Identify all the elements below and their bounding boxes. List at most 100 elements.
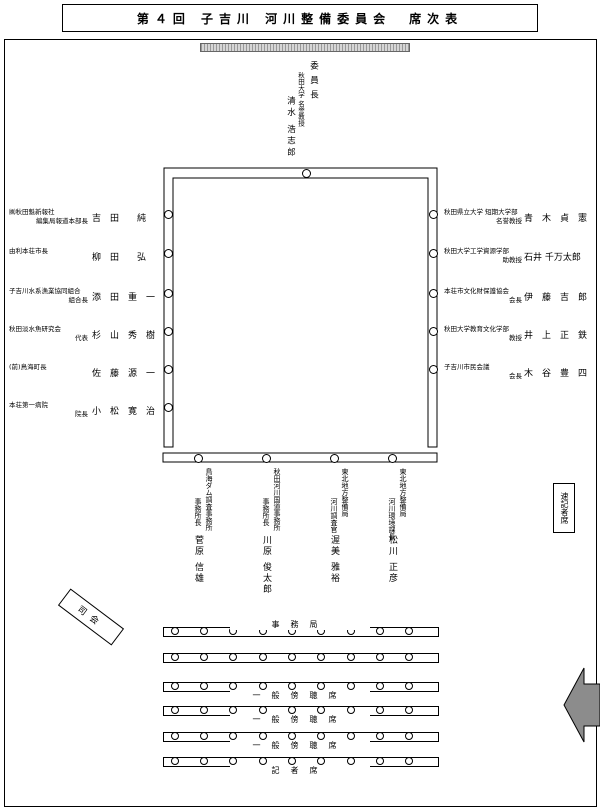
chair-seat xyxy=(262,454,271,463)
member-title: 会長 xyxy=(509,296,522,304)
member-affiliation: 子吉川市民会議 xyxy=(444,363,490,371)
member-name: 菅原 信雄 xyxy=(193,535,203,584)
audience-seat xyxy=(259,757,267,765)
chair-seat xyxy=(429,327,438,336)
member-name: 杉 山 秀 樹 xyxy=(92,331,156,341)
chair-seat xyxy=(302,169,311,178)
member-title: 会長 xyxy=(509,372,522,380)
audience-row-table xyxy=(163,653,439,663)
audience-seat xyxy=(347,653,355,661)
member-organization: 鳥海ダム調査事務所 xyxy=(205,468,213,531)
member-name: 小 松 寛 治 xyxy=(92,407,156,417)
member-affiliation: 本荘市文化財保護協会 xyxy=(444,287,509,295)
audience-seat xyxy=(376,757,384,765)
chair-seat xyxy=(164,249,173,258)
audience-seat xyxy=(347,757,355,765)
chair-seat xyxy=(388,454,397,463)
member-affiliation: 秋田大学教育文化学部 xyxy=(444,325,509,333)
audience-seat xyxy=(405,732,413,740)
audience-seat xyxy=(229,732,237,740)
audience-seat xyxy=(229,706,237,714)
audience-seat xyxy=(200,732,208,740)
chair-seat xyxy=(330,454,339,463)
audience-seat xyxy=(405,627,413,635)
u-table xyxy=(163,167,438,448)
page-title: 第４回 子吉川 河川整備委員会 席次表 xyxy=(136,11,464,26)
member-affiliation: 子吉川水系漁業協同組合 xyxy=(9,287,81,295)
room-frame xyxy=(4,39,597,807)
row-label: 一般傍聴席 xyxy=(230,690,370,701)
member-name: 青 木 貞 憲 xyxy=(524,214,588,224)
member-name: 伊 藤 吉 郎 xyxy=(524,293,588,303)
audience-seat xyxy=(171,757,179,765)
chair-name: 清水 浩志郎 xyxy=(285,96,296,160)
audience-seat xyxy=(171,682,179,690)
member-affiliation: (前)鳥海町長 xyxy=(9,363,47,371)
audience-seat xyxy=(200,627,208,635)
audience-seat xyxy=(171,653,179,661)
moderator-table xyxy=(57,588,125,646)
row-label: 一般傍聴席 xyxy=(230,740,370,751)
chair-seat xyxy=(164,403,173,412)
audience-seat xyxy=(317,682,325,690)
audience-seat xyxy=(376,732,384,740)
press-seat-box: 速記者席 xyxy=(553,483,575,533)
member-title: 河川環境課長 xyxy=(388,498,396,540)
audience-seat xyxy=(376,706,384,714)
row-label: 記者席 xyxy=(230,765,370,776)
member-title: 編集局報道本部長 xyxy=(36,217,88,225)
audience-seat xyxy=(317,653,325,661)
row-label: 事務局 xyxy=(230,619,370,630)
audience-seat xyxy=(259,732,267,740)
member-organization: 秋田河川国道事務所 xyxy=(273,468,281,531)
entrance-arrow xyxy=(563,667,600,743)
member-name: 柳 田 弘 xyxy=(92,253,147,263)
chair-role: 委員長 xyxy=(308,61,319,105)
audience-seat xyxy=(288,706,296,714)
audience-seat xyxy=(259,653,267,661)
member-affiliation: 秋田県立大学 短期大学部 xyxy=(444,208,518,216)
audience-seat xyxy=(259,682,267,690)
chair-seat xyxy=(164,327,173,336)
member-affiliation: 秋田淡水魚研究会 xyxy=(9,325,61,333)
member-name: 井 上 正 鉄 xyxy=(524,331,588,341)
member-title: 組合長 xyxy=(68,296,89,304)
chair-seat xyxy=(429,249,438,258)
audience-seat xyxy=(376,627,384,635)
member-name: 石井 千万太郎 xyxy=(524,253,581,263)
audience-seat xyxy=(288,757,296,765)
audience-seat xyxy=(317,757,325,765)
audience-seat xyxy=(376,682,384,690)
audience-seat xyxy=(171,732,179,740)
member-name: 吉 田 純 xyxy=(92,214,147,224)
member-title: 教授 xyxy=(509,334,522,342)
audience-seat xyxy=(200,706,208,714)
audience-seat xyxy=(200,757,208,765)
member-name: 松川 正彦 xyxy=(387,535,397,584)
member-title: 院長 xyxy=(75,410,88,418)
member-affiliation: ㈱秋田魁新報社 xyxy=(9,208,55,216)
member-title: 河川調査官 xyxy=(330,498,338,533)
audience-seat xyxy=(171,706,179,714)
audience-seat xyxy=(405,653,413,661)
member-title: 代表 xyxy=(75,334,88,342)
audience-seat xyxy=(200,682,208,690)
audience-seat xyxy=(229,653,237,661)
bottom-table xyxy=(162,452,438,463)
audience-seat xyxy=(229,757,237,765)
audience-seat xyxy=(347,706,355,714)
chair-seat xyxy=(194,454,203,463)
audience-seat xyxy=(288,653,296,661)
chair-seat xyxy=(429,365,438,374)
member-name: 添 田 重 一 xyxy=(92,293,156,303)
member-title: 助教授 xyxy=(502,256,523,264)
chair-seat xyxy=(164,210,173,219)
member-name: 川原 俊太郎 xyxy=(261,535,271,595)
chair-seat xyxy=(429,289,438,298)
member-name: 佐 藤 源 一 xyxy=(92,369,156,379)
audience-seat xyxy=(405,682,413,690)
screen-bar xyxy=(200,43,410,52)
member-name: 木 谷 豊 四 xyxy=(524,369,588,379)
member-name: 渥美 雅裕 xyxy=(329,535,339,584)
